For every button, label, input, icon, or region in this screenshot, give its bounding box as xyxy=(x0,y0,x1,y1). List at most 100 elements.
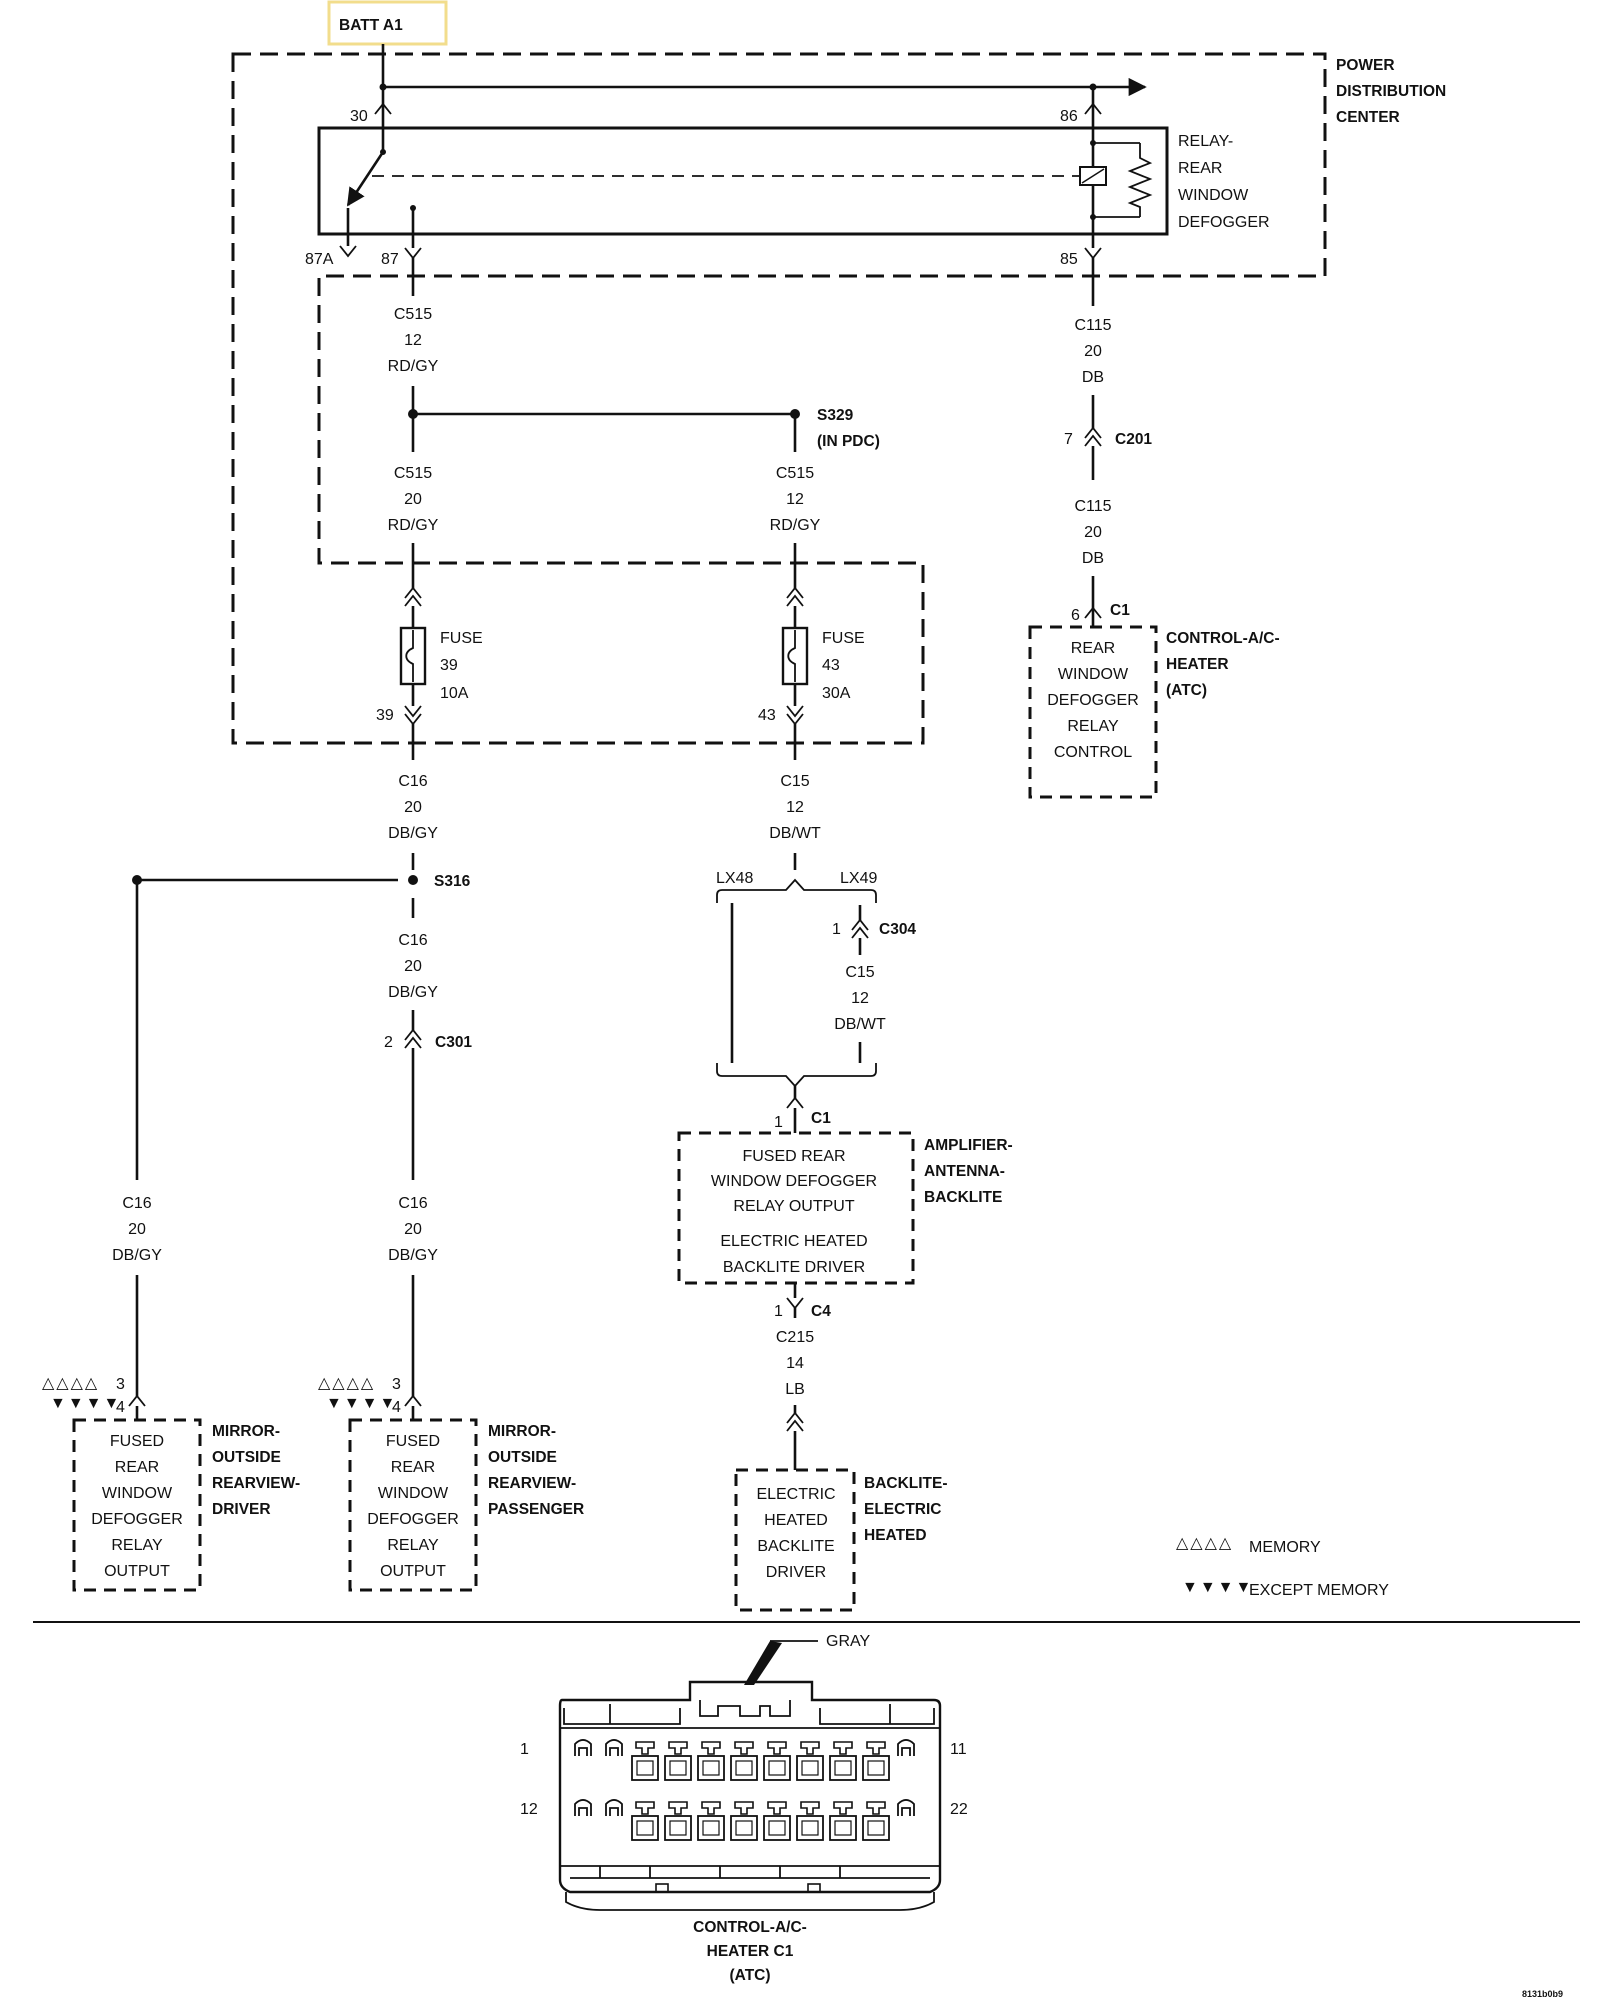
svg-text:WINDOW: WINDOW xyxy=(378,1485,449,1502)
relay-pin-30: 30 xyxy=(350,102,392,128)
wire-driver-label: C16 20 DB/GY xyxy=(112,1195,162,1264)
svg-text:1: 1 xyxy=(774,1303,783,1320)
svg-text:C515: C515 xyxy=(394,306,432,323)
wire-right-pdc-label: C515 12 RD/GY xyxy=(770,465,821,534)
svg-text:C1: C1 xyxy=(811,1110,831,1127)
svg-text:ELECTRIC: ELECTRIC xyxy=(864,1501,942,1518)
legend-except-symbol: ▼▼▼▼ xyxy=(1182,1579,1253,1596)
svg-text:AMPLIFIER-: AMPLIFIER- xyxy=(924,1137,1013,1154)
connector-c201: 7 C201 xyxy=(1064,426,1152,448)
svg-text:12: 12 xyxy=(851,990,869,1007)
connector-cavity xyxy=(631,1815,659,1841)
pdc-title-line3: CENTER xyxy=(1336,109,1400,126)
svg-text:MIRROR-: MIRROR- xyxy=(488,1423,556,1440)
connector-terminal-key xyxy=(668,1741,688,1755)
svg-text:C16: C16 xyxy=(122,1195,151,1212)
svg-text:CONTROL-A/C-: CONTROL-A/C- xyxy=(1166,630,1280,647)
svg-text:C115: C115 xyxy=(1074,498,1111,515)
mirror-driver-title: MIRROR- OUTSIDE REARVIEW- DRIVER xyxy=(212,1423,300,1518)
svg-text:REARVIEW-: REARVIEW- xyxy=(212,1475,300,1492)
svg-text:(IN PDC): (IN PDC) xyxy=(817,433,880,450)
connector-terminal-key xyxy=(701,1801,721,1815)
svg-text:ELECTRIC: ELECTRIC xyxy=(756,1486,835,1503)
hvac-module-inner: REAR WINDOW DEFOGGER RELAY CONTROL xyxy=(1047,640,1139,761)
svg-text:S329: S329 xyxy=(817,407,854,424)
connector-pin-cavities xyxy=(574,1739,915,1841)
svg-text:FUSED: FUSED xyxy=(110,1433,164,1450)
svg-text:HEATED: HEATED xyxy=(764,1512,828,1529)
svg-text:▼▼▼▼: ▼▼▼▼ xyxy=(326,1395,397,1412)
connector-c1-hvac: 6 C1 xyxy=(1071,602,1130,624)
svg-text:4: 4 xyxy=(116,1399,125,1416)
wire-c304-below-label: C15 12 DB/WT xyxy=(834,964,886,1033)
svg-text:DRIVER: DRIVER xyxy=(212,1501,271,1518)
connector-cavity-inner xyxy=(867,1760,885,1776)
svg-text:14: 14 xyxy=(786,1355,804,1372)
wire-87-label: C515 12 RD/GY xyxy=(388,306,439,375)
connector-backlite xyxy=(786,1411,804,1432)
pdc-title-line1: POWER xyxy=(1336,57,1395,74)
relay-title: RELAY- REAR WINDOW DEFOGGER xyxy=(1178,133,1270,231)
svg-text:BACKLITE: BACKLITE xyxy=(924,1189,1002,1206)
svg-text:(ATC): (ATC) xyxy=(1166,682,1207,699)
connector-latch-pin xyxy=(897,1799,915,1816)
wire-85-label: C115 20 DB xyxy=(1074,317,1111,386)
wire-fuse39-out-label: C16 20 DB/GY xyxy=(388,773,438,842)
svg-text:REAR: REAR xyxy=(391,1459,435,1476)
svg-text:DB/GY: DB/GY xyxy=(112,1247,162,1264)
svg-text:3: 3 xyxy=(116,1376,125,1393)
svg-text:4: 4 xyxy=(392,1399,401,1416)
wire-left-pdc-label: C515 20 RD/GY xyxy=(388,465,439,534)
battery-bus xyxy=(379,44,1147,104)
connector-terminal-key xyxy=(668,1801,688,1815)
svg-text:LB: LB xyxy=(785,1381,805,1398)
svg-text:39: 39 xyxy=(440,657,458,674)
connector-face-view: GRAY 1 11 12 22 xyxy=(520,1633,968,1911)
svg-text:C1: C1 xyxy=(1110,602,1130,619)
hvac-module-box xyxy=(1028,625,1158,799)
relay-pin-85: 85 xyxy=(1060,234,1102,268)
mirror-driver-inner: FUSED REAR WINDOW DEFOGGER RELAY OUTPUT xyxy=(91,1433,183,1580)
connector-cavity xyxy=(730,1755,758,1781)
fuse-39: FUSE 39 10A 39 xyxy=(376,586,483,726)
connector-pin-12-label: 12 xyxy=(520,1801,538,1818)
svg-text:OUTPUT: OUTPUT xyxy=(104,1563,170,1580)
connector-c4-amp: 1 C4 xyxy=(774,1297,831,1320)
connector-terminal-key xyxy=(734,1741,754,1755)
connector-cavity-inner xyxy=(735,1760,753,1776)
svg-text:30: 30 xyxy=(350,108,368,125)
svg-text:C201: C201 xyxy=(1115,431,1152,448)
wire-s316-below-label: C16 20 DB/GY xyxy=(388,932,438,1001)
svg-text:85: 85 xyxy=(1060,251,1078,268)
connector-terminal-key xyxy=(767,1801,787,1815)
relay-coil xyxy=(1079,128,1153,234)
svg-text:DB/GY: DB/GY xyxy=(388,984,438,1001)
svg-text:DEFOGGER: DEFOGGER xyxy=(91,1511,183,1528)
svg-text:REARVIEW-: REARVIEW- xyxy=(488,1475,576,1492)
relay-title-line2: REAR xyxy=(1178,160,1222,177)
svg-text:C301: C301 xyxy=(435,1034,472,1051)
svg-text:86: 86 xyxy=(1060,108,1078,125)
relay-body xyxy=(317,126,1169,236)
svg-text:FUSE: FUSE xyxy=(822,630,865,647)
svg-text:HEATER: HEATER xyxy=(1166,656,1229,673)
relay-pin-86: 86 xyxy=(1060,102,1102,128)
svg-text:BACKLITE: BACKLITE xyxy=(757,1538,834,1555)
svg-text:30A: 30A xyxy=(822,685,851,702)
wire-c4-below-label: C215 14 LB xyxy=(776,1329,814,1398)
connector-latch-pin xyxy=(574,1739,592,1756)
connector-cavity-inner xyxy=(702,1760,720,1776)
svg-text:12: 12 xyxy=(404,332,422,349)
wire-c201-below-label: C115 20 DB xyxy=(1074,498,1111,567)
svg-text:C16: C16 xyxy=(398,773,427,790)
connector-cavity-inner xyxy=(669,1820,687,1836)
svg-text:FUSE: FUSE xyxy=(440,630,483,647)
connector-cavity xyxy=(664,1755,692,1781)
svg-text:△△△△: △△△△ xyxy=(42,1375,99,1392)
svg-text:C515: C515 xyxy=(776,465,814,482)
branch-split-top: LX48 LX49 xyxy=(716,870,877,903)
svg-text:HEATED: HEATED xyxy=(864,1527,927,1544)
svg-text:DB/GY: DB/GY xyxy=(388,825,438,842)
svg-text:DEFOGGER: DEFOGGER xyxy=(367,1511,459,1528)
legend: △△△△ MEMORY ▼▼▼▼ EXCEPT MEMORY xyxy=(1176,1535,1389,1599)
